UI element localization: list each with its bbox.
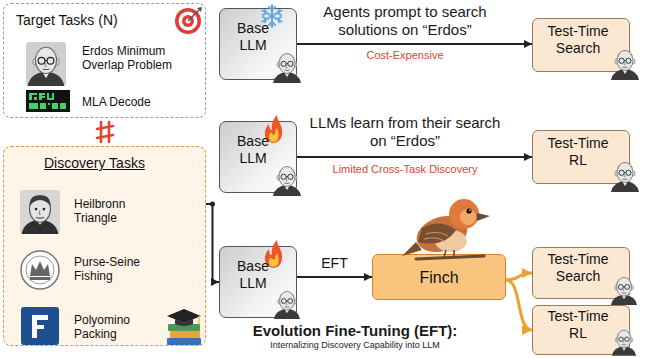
frozen-icon — [263, 5, 282, 27]
annotation: Agents prompt to search solutions on “Er… — [302, 3, 508, 39]
edge-label: EFT — [319, 255, 349, 271]
edge-label-slot: EFT — [295, 254, 375, 272]
text-slot: Target Tasks (N) — [16, 12, 181, 29]
connector — [206, 202, 219, 283]
finch-bird — [402, 199, 490, 259]
box-label: Test-Time Search — [538, 23, 618, 57]
text-slot: Heilbronn Triangle — [74, 197, 156, 225]
label-slot: Internalizing Discovery Capability into … — [240, 340, 470, 351]
erdos-face — [612, 330, 636, 356]
text-slot: Discovery Tasks — [44, 155, 194, 172]
model-box: Base LLM — [219, 121, 297, 193]
graduation-icon — [167, 309, 201, 345]
erdos-face — [611, 277, 637, 305]
text-slot: Polyomino Packing — [74, 313, 156, 341]
method-caption: Evolution Fine-Tuning (EFT): — [240, 322, 470, 340]
task-name: Heilbronn Triangle — [74, 197, 156, 225]
gpu-mode-logo — [26, 90, 70, 112]
connector — [297, 44, 532, 45]
method-box: Test-Time Search — [532, 247, 630, 299]
polyomino-logo — [21, 307, 59, 345]
drawback-note: Limited Cross-Task Discovery — [310, 163, 500, 176]
task-name: Erdos Minimum Overlap Problem — [82, 44, 182, 72]
model-box: Base LLM — [219, 246, 297, 318]
task-name: Polyomino Packing — [74, 313, 156, 341]
text-slot: Purse-Seine Fishing — [74, 255, 166, 283]
target-icon — [175, 7, 202, 34]
label-slot: Cost-Expensive — [330, 49, 480, 62]
separation-mark — [97, 122, 113, 142]
label-slot: Evolution Fine-Tuning (EFT): — [240, 322, 470, 340]
panel-heading: Discovery Tasks — [44, 155, 194, 172]
text-slot: Erdos Minimum Overlap Problem — [82, 44, 182, 72]
heilbronn-portrait — [20, 190, 60, 234]
trainable-icon — [265, 115, 282, 143]
connector — [297, 157, 532, 158]
task-name: MLA Decode — [82, 95, 182, 109]
box-label: Test-Time Search — [538, 251, 618, 285]
box-label: Test-Time RL — [538, 135, 618, 169]
connector-line — [297, 43, 532, 45]
erdos-face — [611, 51, 639, 81]
connector-line — [297, 276, 372, 278]
connector-line — [206, 204, 219, 282]
method-box: Test-Time RL — [532, 305, 630, 355]
fork-arrow — [506, 280, 532, 330]
box-label: Base LLM — [227, 258, 279, 292]
task-name: Purse-Seine Fishing — [74, 255, 166, 283]
label-slot: Agents prompt to search solutions on “Er… — [302, 3, 508, 39]
box-label: Base LLM — [227, 20, 279, 54]
connector — [506, 273, 532, 280]
label-slot: LLMs learn from their search on “Erdos” — [302, 114, 508, 150]
target-tasks-panel: Target Tasks (N) Erdos Minimum Overlap Pr… — [3, 3, 206, 118]
method-subcaption: Internalizing Discovery Capability into … — [240, 340, 470, 351]
erdos-face — [611, 163, 639, 193]
box-label: Base LLM — [227, 133, 279, 167]
erdos-portrait — [26, 42, 66, 86]
arcoder-logo — [21, 251, 59, 289]
drawback-note: Cost-Expensive — [330, 49, 480, 62]
connector-line — [297, 156, 532, 158]
erdos-face — [273, 54, 301, 84]
box-label: Test-Time RL — [538, 308, 618, 342]
method-box: Test-Time RL — [532, 130, 630, 184]
discovery-tasks-panel: Discovery TasksHeilbronn TrianglePurse-S… — [3, 146, 206, 346]
erdos-face — [273, 167, 301, 197]
box-label: Finch — [419, 268, 458, 287]
trainable-icon — [265, 240, 282, 268]
finch-box: Finch — [372, 254, 506, 300]
model-box: Base LLM — [219, 8, 297, 80]
panel-heading: Target Tasks (N) — [16, 12, 181, 29]
method-box: Test-Time Search — [532, 18, 630, 72]
text-slot: MLA Decode — [82, 95, 182, 109]
erdos-face — [274, 291, 300, 319]
label-slot: Limited Cross-Task Discovery — [310, 163, 500, 176]
fork-arrow — [506, 273, 532, 280]
connector — [506, 280, 532, 330]
connector — [297, 277, 372, 278]
annotation: LLMs learn from their search on “Erdos” — [302, 114, 508, 150]
